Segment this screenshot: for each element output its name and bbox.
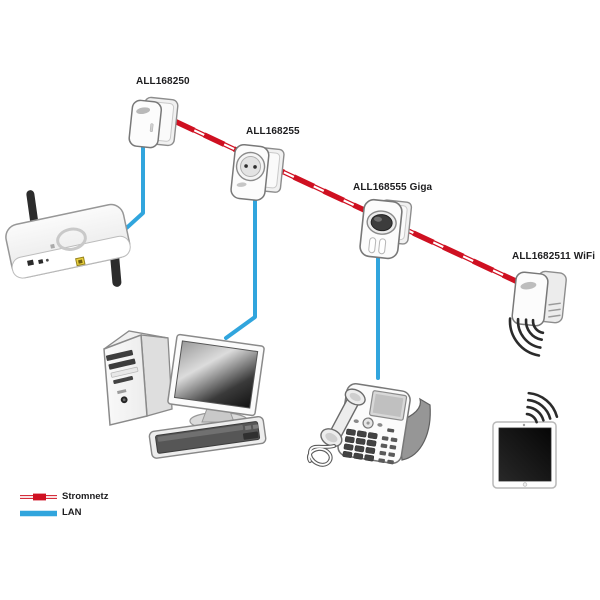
tablet-icon (492, 391, 559, 489)
pc-monitor (167, 333, 265, 417)
router-port (27, 259, 34, 266)
adapter-3-label: ALL168555 Giga (353, 182, 433, 193)
wifi-waves-icon (525, 391, 559, 424)
legend-label-stromnetz: Stromnetz (62, 491, 109, 502)
tablet-home-button (522, 482, 528, 487)
phone-keypad (342, 428, 378, 462)
wifi-waves-icon (508, 317, 545, 357)
pc-screen (173, 340, 259, 409)
lan-line-router (119, 144, 145, 235)
legend-label-lan: LAN (62, 507, 82, 518)
phone-handset (320, 388, 366, 448)
voip-phone-icon (307, 382, 431, 467)
adapter-2-icon (230, 143, 285, 201)
pc-tower (103, 330, 173, 426)
router-ring-emblem (56, 227, 87, 251)
adapter-3-icon (359, 198, 413, 260)
desktop-computer-icon (103, 330, 267, 459)
adapter-1-label: ALL168250 (136, 76, 190, 87)
phone-cord (307, 444, 336, 467)
lan-connections (119, 144, 380, 380)
adapter-4-label: ALL1682511 WiFi (512, 251, 596, 262)
router-port (38, 259, 44, 265)
tablet-camera (522, 423, 526, 427)
adapter-4-icon (508, 270, 567, 357)
powerline-connection (166, 115, 522, 286)
adapter-1-icon (128, 96, 179, 149)
legend-powerline-swatch (20, 493, 57, 501)
adapter-2-label: ALL168255 (246, 126, 300, 137)
wireless-router-icon (5, 190, 131, 287)
lan-line-computer (224, 195, 257, 340)
pc-keyboard (148, 416, 267, 459)
tablet-screen (498, 427, 552, 482)
